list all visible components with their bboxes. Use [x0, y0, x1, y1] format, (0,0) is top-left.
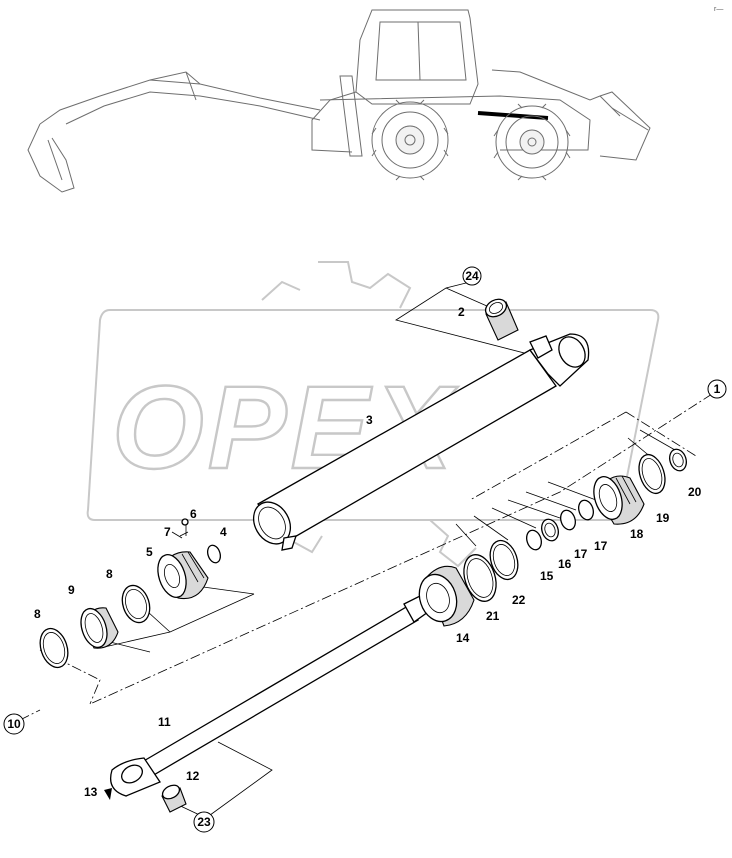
callout-17b: 17: [574, 547, 588, 561]
callout-7: 7: [164, 525, 171, 539]
callout-19: 19: [656, 511, 670, 525]
callout-20: 20: [688, 485, 702, 499]
callout-14: 14: [456, 631, 470, 645]
piston-18: [593, 475, 645, 525]
bushing-rod: [161, 784, 187, 813]
callout-8b: 8: [34, 607, 41, 621]
callout-21: 21: [486, 609, 500, 623]
seal-ring-16: [541, 518, 559, 542]
callout-24: 24: [462, 266, 482, 286]
callout-17a: 17: [594, 539, 608, 553]
callout-11: 11: [158, 715, 171, 729]
cylinder-barrel: [252, 333, 590, 551]
svg-text:24: 24: [465, 269, 479, 283]
bushing-upper: [484, 298, 519, 341]
seal-ring-15: [526, 529, 542, 551]
piston-rod: [109, 595, 429, 797]
callout-8a: 8: [106, 567, 113, 581]
callout-6: 6: [190, 507, 197, 521]
callout-16: 16: [558, 557, 572, 571]
plug-7: [179, 531, 189, 537]
seal-ring-20: [669, 448, 687, 472]
ball-6: [181, 518, 189, 526]
callout-3: 3: [366, 413, 373, 427]
callout-5: 5: [146, 545, 153, 559]
svg-text:10: 10: [7, 717, 21, 731]
seal-ring-4: [207, 544, 221, 564]
callout-10: 10: [3, 713, 25, 735]
callout-15: 15: [540, 569, 554, 583]
svg-text:1: 1: [714, 382, 721, 396]
corner-mark: r—: [714, 6, 723, 13]
callout-13: 13: [84, 785, 98, 799]
callout-2: 2: [458, 305, 465, 319]
piston-5: [157, 551, 209, 600]
seal-ring-17b: [578, 499, 594, 521]
svg-text:23: 23: [197, 815, 211, 829]
seal-ring-17a: [560, 509, 576, 531]
callout-1: 1: [707, 379, 727, 399]
grease-nipple: [104, 788, 112, 800]
callout-22: 22: [512, 593, 526, 607]
seal-ring-8b: [39, 627, 69, 669]
seal-ring-21: [463, 554, 497, 602]
callout-4: 4: [220, 525, 227, 539]
callout-23: 23: [193, 811, 215, 833]
gland-head: [418, 565, 475, 627]
callout-18: 18: [630, 527, 644, 541]
bearing-ring-9: [80, 607, 119, 649]
leader-lines: [19, 281, 713, 819]
backhoe-loader-illustration: [27, 9, 651, 193]
seal-ring-8a: [121, 584, 151, 624]
callout-9: 9: [68, 583, 75, 597]
seal-ring-22: [489, 539, 519, 581]
callout-12: 12: [186, 769, 200, 783]
seal-ring-19: [638, 453, 666, 495]
